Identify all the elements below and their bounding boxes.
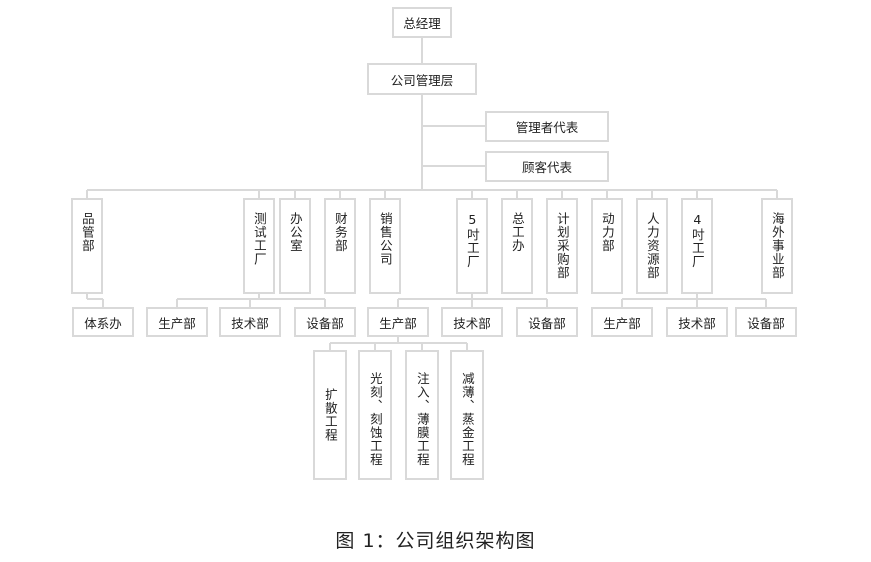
customer-rep-box: 顾客代表 [485,151,609,182]
sub-system-office: 体系办 [72,307,134,337]
dept-finance-label: 财务部 [332,212,348,253]
sub-equipment-test: 设备部 [294,307,356,337]
sub-production-test: 生产部 [146,307,208,337]
dept-test-factory: 测试工厂 [243,198,275,294]
dept-overseas: 海外事业部 [761,198,793,294]
sub-equipment-test-label: 设备部 [306,315,344,331]
sub-production-4inch-label: 生产部 [603,315,641,331]
sub-equipment-5inch-label: 设备部 [528,315,566,331]
dept-quality: 品管部 [71,198,103,294]
dept-power: 动力部 [591,198,623,294]
management-box: 公司管理层 [367,63,477,95]
dept-general-engineering-label: 总工办 [509,212,525,253]
sub-production-5inch-label: 生产部 [379,315,417,331]
dept-office-label: 办公室 [287,212,303,253]
dept-hr: 人力资源部 [636,198,668,294]
proc-thinning: 减薄、蒸金工程 [450,350,484,480]
management-label: 公司管理层 [390,72,454,88]
dept-hr-label: 人力资源部 [644,212,660,280]
dept-4inch-factory-label: 4吋工厂 [689,212,705,269]
management-rep-box: 管理者代表 [485,111,609,142]
sub-equipment-4inch: 设备部 [735,307,797,337]
dept-finance: 财务部 [324,198,356,294]
dept-5inch-factory: 5吋工厂 [456,198,488,294]
sub-production-4inch: 生产部 [591,307,653,337]
dept-general-engineering: 总工办 [501,198,533,294]
sub-equipment-5inch: 设备部 [516,307,578,337]
sub-tech-5inch: 技术部 [441,307,503,337]
sub-system-office-label: 体系办 [84,315,122,331]
dept-power-label: 动力部 [599,212,615,253]
sub-tech-4inch-label: 技术部 [678,315,716,331]
dept-5inch-factory-label: 5吋工厂 [464,212,480,269]
proc-thinning-label: 减薄、蒸金工程 [459,372,475,467]
dept-purchasing: 计划采购部 [546,198,578,294]
dept-office: 办公室 [279,198,311,294]
figure-caption: 图 1：公司组织架构图 [335,530,536,552]
ceo-box: 总经理 [392,7,452,38]
proc-lithography: 光刻、刻蚀工程 [358,350,392,480]
sub-tech-5inch-label: 技术部 [453,315,491,331]
proc-lithography-label: 光刻、刻蚀工程 [367,372,383,467]
sub-tech-test-label: 技术部 [231,315,269,331]
sub-equipment-4inch-label: 设备部 [747,315,785,331]
dept-sales: 销售公司 [369,198,401,294]
proc-diffusion: 扩散工程 [313,350,347,480]
dept-quality-label: 品管部 [79,212,95,253]
dept-purchasing-label: 计划采购部 [554,212,570,280]
ceo-label: 总经理 [403,16,441,31]
dept-overseas-label: 海外事业部 [769,212,785,280]
proc-implant-label: 注入、薄膜工程 [414,372,430,467]
sub-tech-4inch: 技术部 [666,307,728,337]
dept-sales-label: 销售公司 [377,212,393,266]
proc-diffusion-label: 扩散工程 [322,388,338,442]
dept-test-factory-label: 测试工厂 [251,212,267,266]
customer-rep-label: 顾客代表 [521,160,572,175]
proc-implant: 注入、薄膜工程 [405,350,439,480]
sub-production-5inch: 生产部 [367,307,429,337]
management-rep-label: 管理者代表 [515,120,579,135]
dept-4inch-factory: 4吋工厂 [681,198,713,294]
sub-production-test-label: 生产部 [158,315,196,331]
sub-tech-test: 技术部 [219,307,281,337]
